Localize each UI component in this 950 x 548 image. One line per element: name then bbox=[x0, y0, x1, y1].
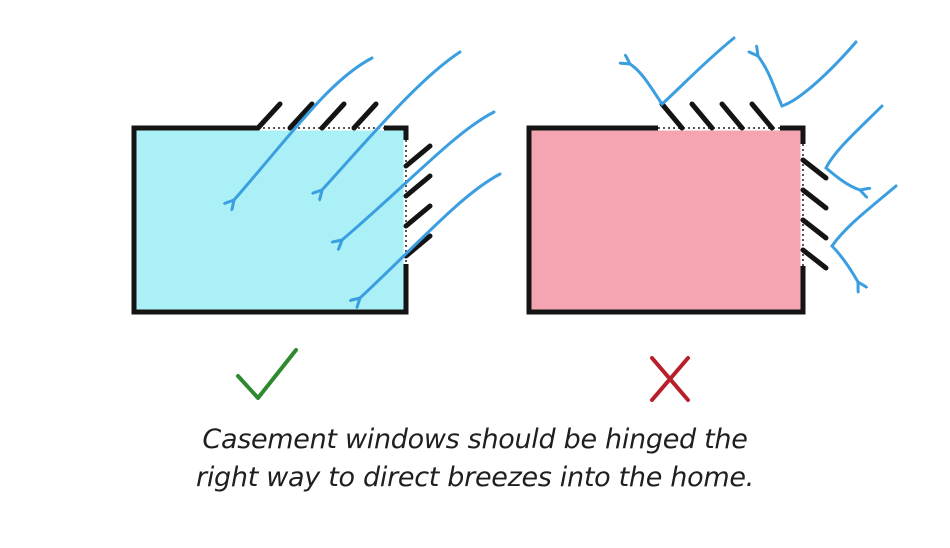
cross-mark-icon bbox=[650, 356, 690, 402]
top-window-sashes bbox=[255, 101, 379, 131]
side-window-sashes bbox=[800, 157, 829, 271]
breeze-arrows-deflected bbox=[630, 36, 898, 282]
breeze-arrow bbox=[234, 56, 374, 200]
breeze-arrow bbox=[758, 40, 858, 108]
incorrect-panel bbox=[526, 36, 898, 315]
breeze-arrows-in bbox=[234, 50, 502, 298]
breeze-arrow bbox=[830, 184, 898, 282]
side-window-sashes bbox=[403, 143, 433, 259]
caption-line-2: right way to direct breezes into the hom… bbox=[196, 462, 754, 493]
breeze-arrow bbox=[342, 110, 496, 240]
check-mark-icon bbox=[236, 348, 298, 400]
top-window-sashes bbox=[659, 101, 775, 131]
breeze-arrow bbox=[360, 172, 502, 298]
breeze-arrow bbox=[630, 36, 736, 107]
caption-line-1: Casement windows should be hinged the bbox=[202, 424, 748, 455]
breeze-arrow bbox=[322, 50, 462, 190]
correct-panel bbox=[131, 50, 502, 315]
room-incorrect bbox=[526, 125, 806, 315]
breeze-arrow bbox=[824, 104, 884, 190]
